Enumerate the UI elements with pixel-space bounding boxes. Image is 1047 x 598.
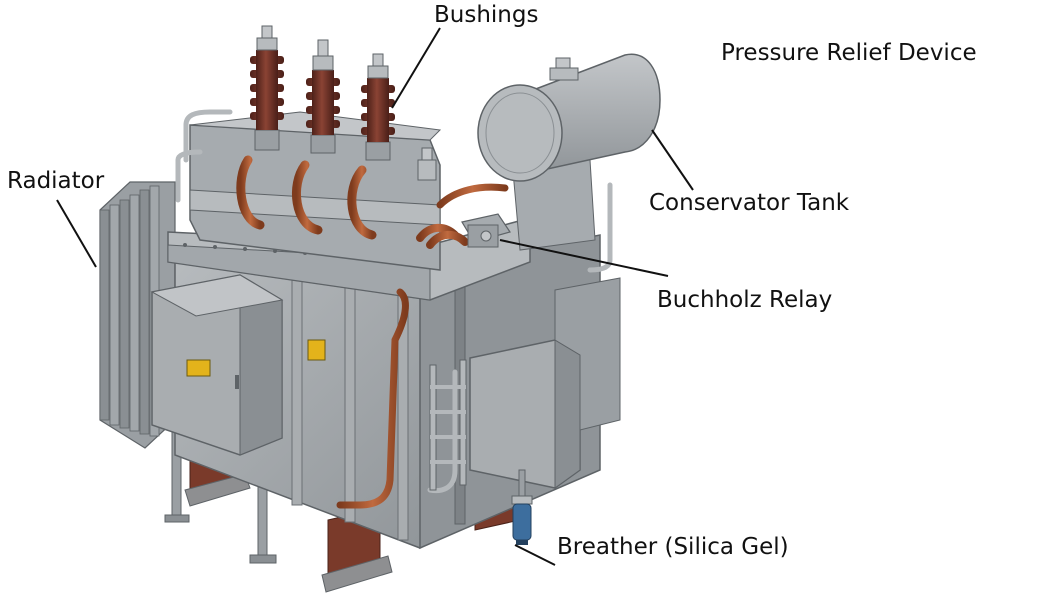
leader-radiator: [56, 199, 97, 268]
leader-buchholz: [499, 239, 669, 277]
leader-lines: [56, 27, 694, 566]
leader-breather: [514, 544, 556, 566]
buchholz-relay: [461, 213, 511, 248]
control-cabinet: [150, 274, 284, 456]
bushing-left: [250, 25, 284, 151]
label-breather: Breather (Silica Gel): [557, 534, 789, 560]
conservator-tank: [477, 53, 661, 251]
label-radiator: Radiator: [7, 168, 105, 194]
leader-conservator: [651, 129, 694, 191]
bushing-neutral: [417, 147, 437, 181]
marshalling-box: [429, 277, 621, 491]
label-buchholz-relay: Buchholz Relay: [657, 287, 833, 313]
label-conservator-tank: Conservator Tank: [649, 190, 850, 216]
bushing-right: [361, 53, 395, 161]
label-bushings: Bushings: [434, 2, 539, 28]
label-pressure-relief-device: Pressure Relief Device: [721, 40, 977, 66]
silica-gel-breather: [511, 469, 533, 545]
copper-leads: [236, 155, 509, 509]
leader-bushings: [391, 27, 441, 109]
bushing-middle: [306, 39, 340, 154]
